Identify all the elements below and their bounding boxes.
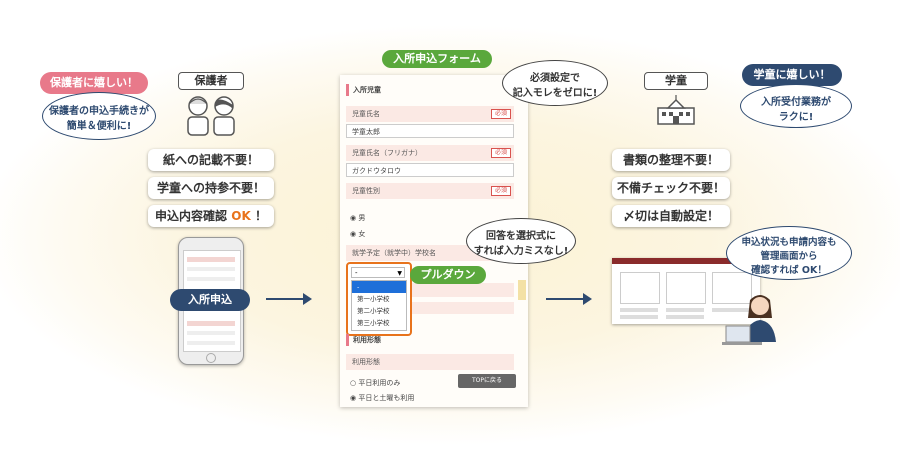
school-tag: 学童 <box>644 72 708 90</box>
school-row-bg <box>406 283 514 297</box>
parent-point-1: 紙への記載不要！ <box>148 149 274 171</box>
dropdown-option[interactable]: 第三小学校 <box>357 319 390 327</box>
gender-label-row: 児童性別 必須 <box>346 183 514 199</box>
gender-female-label: 女 <box>358 230 366 238</box>
name-label: 児童氏名 <box>352 110 380 118</box>
chevron-down-icon: ▼ <box>397 270 402 277</box>
school-bubble: 入所受付業務が ラクに! <box>740 84 852 128</box>
admin-screen <box>612 258 760 324</box>
school-point-1: 書類の整理不要！ <box>612 149 730 171</box>
parents-icon <box>187 96 235 136</box>
admin-screen-header <box>612 258 760 264</box>
admin-callout: 申込状況も申請内容も 管理画面から 確認すれば OK！ <box>726 226 852 280</box>
arrow-right-icon <box>546 293 592 305</box>
phone-home-button <box>206 353 216 363</box>
parent-bubble-line1: 保護者の申込手続きが <box>49 106 149 117</box>
arrow-right-icon <box>266 293 312 305</box>
admin-row <box>620 315 658 319</box>
school-bubble-title: 学童に嬉しい！ <box>742 64 842 86</box>
required-callout: 必須設定で 記入モレをゼロに! <box>502 60 608 106</box>
parent-point-2: 学童への持参不要！ <box>148 177 274 199</box>
admin-row <box>620 308 658 312</box>
phone-label: 入所申込 <box>170 289 250 311</box>
school-dropdown[interactable]: - ▼ - 第一小学校 第二小学校 第三小学校 <box>346 262 412 336</box>
select-callout-line2: すれば入力ミスなし! <box>473 246 569 257</box>
dropdown-selected: - <box>355 269 358 277</box>
gender-female-radio[interactable]: ◉ 女 <box>350 230 366 238</box>
form-side-stripe <box>518 280 526 300</box>
phone-screen-row <box>187 341 235 345</box>
kana-label: 児童氏名（フリガナ） <box>352 149 422 157</box>
school-row-bg-2 <box>406 302 514 314</box>
parent-tag: 保護者 <box>178 72 244 90</box>
name-input[interactable]: 学童太郎 <box>346 124 514 138</box>
dropdown-list: - 第一小学校 第二小学校 第三小学校 <box>351 280 407 331</box>
school-building-icon <box>657 95 695 125</box>
school-bubble-line1: 入所受付業務が <box>761 97 831 108</box>
phone-screen-row <box>187 331 235 335</box>
admin-callout-line2: 管理画面から <box>760 251 818 262</box>
kana-label-row: 児童氏名（フリガナ） 必須 <box>346 145 514 161</box>
kana-input[interactable]: ガクドウタロウ <box>346 163 514 177</box>
admin-card <box>666 272 706 304</box>
phone-screen-row <box>187 277 235 281</box>
admin-row <box>712 308 750 312</box>
school-point-2: 不備チェック不要！ <box>612 177 730 199</box>
gender-label: 児童性別 <box>352 187 380 195</box>
admin-card <box>712 272 752 304</box>
required-badge: 必須 <box>490 186 511 196</box>
select-callout-line1: 回答を選択式に <box>486 231 556 242</box>
form-section-title: 入所児童 <box>346 84 433 96</box>
usage-weekday-label: 平日利用のみ <box>358 379 401 387</box>
usage-label: 利用形態 <box>352 358 380 366</box>
name-label-row: 児童氏名 必須 <box>346 106 514 122</box>
usage-saturday-radio[interactable]: ◉ 平日と土曜も利用 <box>350 394 415 402</box>
admin-row <box>666 315 704 319</box>
required-callout-line1: 必須設定で <box>530 73 580 84</box>
usage-section-title: 利用形態 <box>346 334 433 346</box>
parent-point-3: 申込内容確認 OK ！ <box>148 205 274 227</box>
required-badge: 必須 <box>490 148 511 158</box>
phone-screen-row <box>187 267 235 271</box>
phone-screen-row <box>187 321 235 326</box>
usage-saturday-label: 平日と土曜も利用 <box>358 394 415 402</box>
admin-callout-line1: 申込状況も申請内容も <box>741 237 837 248</box>
dropdown-option[interactable]: 第二小学校 <box>357 307 390 315</box>
select-callout: 回答を選択式に すれば入力ミスなし! <box>466 218 576 264</box>
parent-bubble: 保護者の申込手続きが 簡単＆便利に! <box>42 92 156 140</box>
required-badge: 必須 <box>490 109 511 119</box>
admin-card <box>620 272 660 304</box>
usage-weekday-radio[interactable]: ○ 平日利用のみ <box>350 379 401 387</box>
school-bubble-line2: ラクに! <box>778 112 814 123</box>
usage-label-row: 利用形態 <box>346 354 514 370</box>
gender-male-radio[interactable]: ◉ 男 <box>350 214 366 222</box>
required-callout-line2: 記入モレをゼロに! <box>512 88 598 99</box>
parent-bubble-title: 保護者に嬉しい！ <box>40 72 148 94</box>
form-header: 入所申込フォーム <box>382 50 492 68</box>
school-label: 就学予定（就学中）学校名 <box>352 249 436 257</box>
pulldown-label: プルダウン <box>410 266 486 284</box>
ok-text: OK <box>231 209 251 223</box>
dropdown-option[interactable]: 第一小学校 <box>357 295 390 303</box>
top-button[interactable]: TOPに戻る <box>458 374 516 388</box>
dropdown-select[interactable]: - ▼ <box>351 267 405 278</box>
parent-point-3-text: 申込内容確認 <box>155 209 228 223</box>
admin-callout-line3: 確認すれば OK！ <box>751 265 827 276</box>
parent-bubble-line2: 簡単＆便利に! <box>66 121 132 132</box>
dropdown-option[interactable]: - <box>352 281 406 293</box>
parent-point-3-end: ！ <box>254 209 267 223</box>
school-point-3: 〆切は自動設定！ <box>612 205 730 227</box>
admin-row <box>666 308 704 312</box>
phone-screen-row <box>187 257 235 262</box>
staff-person-icon <box>722 295 776 345</box>
gender-male-label: 男 <box>358 214 366 222</box>
